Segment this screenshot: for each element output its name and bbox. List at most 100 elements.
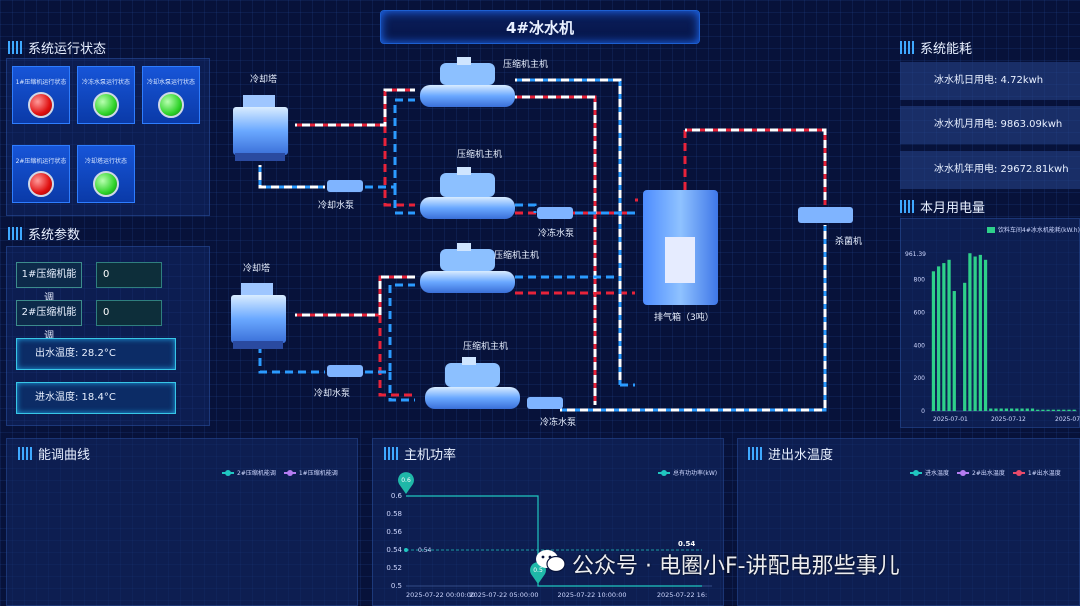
bar (973, 256, 977, 411)
status-card-label: 冷却水泵运行状态 (146, 79, 195, 86)
title-bars-icon (900, 200, 914, 213)
status-card-4[interactable]: 2#压缩机运行状态 (12, 145, 70, 203)
energy-curve-panel (6, 438, 358, 606)
param-label-1: 1#压缩机能调 (16, 262, 82, 304)
y-max-label: 961.39 (905, 251, 926, 258)
status-indicator-icon (28, 92, 54, 118)
x-tick-label: 2025-07 (1055, 416, 1080, 423)
param-input-2[interactable]: 0 (96, 300, 162, 326)
cooling-tower-2[interactable] (231, 283, 286, 349)
average-start-point (404, 548, 408, 552)
legend-color-purple (957, 469, 970, 476)
bar (947, 259, 951, 411)
watermark-text: 公众号 · 电圈小F-讲配电那些事儿 (572, 554, 900, 579)
y-tick-label: 0.6 (391, 492, 403, 500)
max-pin-icon (398, 472, 414, 494)
params-section-title: 系统参数 (8, 224, 80, 243)
power-series-line (406, 495, 702, 587)
param-label-2: 2#压缩机能调 (16, 300, 82, 342)
label-compressor-1: 压缩机主机 (503, 60, 549, 70)
bar (1056, 409, 1061, 411)
legend-item-inlet[interactable]: 进水温度 (910, 468, 949, 477)
legend-color-red (1012, 469, 1025, 476)
bar (942, 263, 946, 411)
status-card-label: 冷冻水泵运行状态 (81, 79, 130, 86)
status-indicator-icon (93, 92, 119, 118)
status-section-title: 系统运行状态 (8, 38, 106, 57)
bar (1072, 409, 1076, 411)
cooling-pump-2-icon[interactable] (327, 365, 363, 377)
chilled-pump-1-icon[interactable] (537, 207, 573, 219)
min-pin-label: 0.5 (533, 567, 543, 574)
status-card-3[interactable]: 冷却水泵运行状态 (142, 66, 200, 124)
inlet-temperature: 进水温度: 18.4°C (16, 382, 176, 414)
cooling-pump-1-icon[interactable] (327, 180, 363, 192)
bar (1051, 409, 1055, 411)
status-card-1[interactable]: 1#压缩机运行状态 (12, 66, 70, 124)
temperature-panel (737, 438, 1080, 606)
monthly-chart-legend: 饮料车间4#冰水机能耗(kW.h) (987, 225, 1080, 234)
chilled-pump-2-icon[interactable] (527, 397, 563, 409)
label-cooling-pump-1: 冷却水泵 (318, 201, 355, 211)
bar (983, 259, 988, 411)
host-power-legend[interactable]: 总有功功率(kW) (658, 468, 717, 477)
bar (989, 408, 993, 411)
legend-item-compressor-2[interactable]: 2#压缩机能调 (222, 468, 276, 477)
y-tick-label: 0.52 (386, 564, 402, 572)
status-card-label: 2#压缩机运行状态 (15, 158, 67, 165)
y-tick-label: 0.54 (386, 546, 402, 554)
bar (1010, 408, 1014, 411)
legend-swatch (987, 226, 995, 233)
x-tick-label: 2025-07-22 00:00:00 (406, 591, 475, 599)
compressor-host-2[interactable] (420, 167, 515, 219)
y-tick-label: 0 (921, 408, 925, 415)
compressor-host-4[interactable] (425, 357, 520, 409)
y-tick-label: 0.56 (386, 528, 402, 536)
legend-item-outlet-1[interactable]: 1#出水温度 (1012, 468, 1061, 477)
bar (1036, 409, 1040, 411)
cooling-tower-1[interactable] (233, 95, 288, 161)
status-indicator-icon (93, 171, 119, 197)
status-card-5[interactable]: 冷却塔运行状态 (77, 145, 135, 203)
sterilizer-icon[interactable] (798, 207, 853, 223)
x-tick-label: 2025-07-22 16: (657, 591, 707, 599)
temperature-legend: 进水温度 2#出水温度 1#出水温度 (910, 468, 1061, 477)
title-bars-icon (18, 447, 32, 460)
label-chilled-pump-1: 冷冻水泵 (538, 229, 575, 239)
label-compressor-3: 压缩机主机 (494, 251, 540, 261)
bar (1025, 408, 1029, 411)
bar (1030, 408, 1035, 411)
compressor-host-3[interactable] (420, 243, 515, 293)
bar (1020, 408, 1024, 411)
status-card-label: 冷却塔运行状态 (84, 158, 127, 165)
status-card-label: 1#压缩机运行状态 (15, 79, 67, 86)
yearly-energy: 冰水机年用电: 29672.81kwh (900, 151, 1080, 189)
legend-color-purple (283, 469, 296, 476)
y-tick-label: 0.5 (391, 582, 402, 590)
end-label: 0.54 (678, 540, 695, 548)
bar (968, 253, 972, 411)
label-cooling-tower-2: 冷却塔 (243, 264, 271, 274)
status-card-2[interactable]: 冷冻水泵运行状态 (77, 66, 135, 124)
energy-curve-legend: 2#压缩机能调 1#压缩机能调 (222, 468, 338, 477)
label-compressor-2: 压缩机主机 (457, 150, 503, 160)
title-bars-icon (748, 447, 762, 460)
legend-item-compressor-1[interactable]: 1#压缩机能调 (283, 468, 338, 477)
legend-color-teal (222, 469, 234, 476)
x-tick-label: 2025-07-01 (933, 416, 968, 423)
x-tick-label: 2025-07-12 (991, 416, 1026, 423)
y-tick-label: 800 (914, 277, 926, 284)
exhaust-tank[interactable] (643, 190, 718, 305)
page-title: 4#冰水机 (380, 10, 700, 44)
energy-section-title: 系统能耗 (900, 38, 972, 57)
bar (931, 271, 936, 411)
legend-item-outlet-2[interactable]: 2#出水温度 (957, 468, 1005, 477)
label-compressor-4: 压缩机主机 (463, 342, 509, 352)
label-sterilizer: 杀菌机 (835, 237, 863, 247)
compressor-host-1[interactable] (420, 57, 515, 107)
label-exhaust-tank: 排气箱（3吨） (654, 313, 714, 323)
param-input-1[interactable]: 0 (96, 262, 162, 288)
